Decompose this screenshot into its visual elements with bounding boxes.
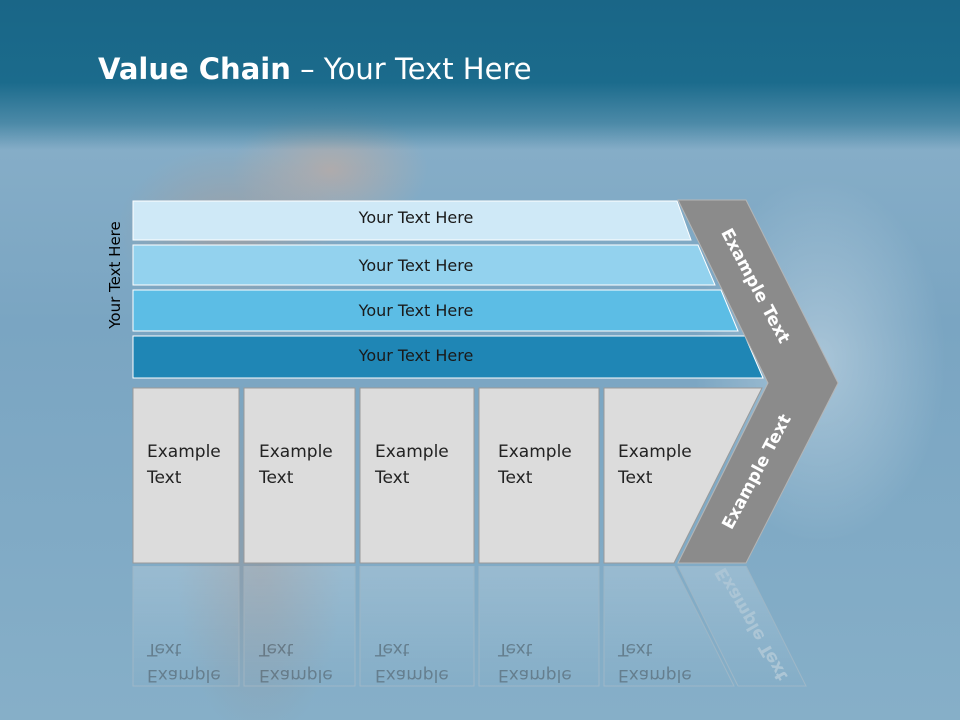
- box-shape-2: [243, 387, 356, 564]
- refl-3-line1: Example: [375, 665, 449, 685]
- bar-label-4: Your Text Here: [358, 346, 474, 365]
- refl-box-2: [243, 566, 356, 687]
- refl-5-line2: Text: [618, 639, 653, 659]
- bar-shape-1: [132, 200, 692, 241]
- title-rest: – Your Text Here: [290, 52, 532, 86]
- refl-label-3: Example Text: [375, 636, 449, 688]
- reflection-shapes: [132, 566, 807, 687]
- bar-shape-3: [132, 289, 739, 332]
- refl-box-4: [478, 566, 600, 687]
- refl-2-line2: Text: [259, 639, 294, 659]
- box-5-line2: Text: [618, 468, 653, 488]
- box-shape-5: [603, 387, 763, 564]
- refl-box-5: [603, 566, 735, 687]
- diagram-reflection: Example Text Example Text Example Text Exam…: [0, 566, 960, 720]
- refl-label-4: Example Text: [498, 636, 572, 688]
- refl-2-line1: Example: [259, 665, 333, 685]
- bar-shape-2: [132, 244, 716, 286]
- box-3-line2: Text: [375, 468, 410, 488]
- refl-box-1: [132, 566, 240, 687]
- box-3-line1: Example: [375, 442, 449, 462]
- bar-shape-4: [132, 335, 764, 379]
- refl-label-5: Example Text: [618, 636, 692, 688]
- box-1-line2: Text: [147, 468, 182, 488]
- box-shape-4: [478, 387, 600, 564]
- refl-label-1: Example Text: [147, 636, 221, 688]
- bar-label-3: Your Text Here: [358, 301, 474, 320]
- box-2-line2: Text: [259, 468, 294, 488]
- bar-label-1: Your Text Here: [358, 208, 474, 227]
- refl-5-line1: Example: [618, 665, 692, 685]
- chevron-shape: [677, 199, 839, 564]
- header-band: [0, 0, 960, 150]
- refl-3-line2: Text: [375, 639, 410, 659]
- box-2-line1: Example: [259, 442, 333, 462]
- refl-1-line2: Text: [147, 639, 182, 659]
- box-shape-1: [132, 387, 240, 564]
- refl-chevron: [677, 566, 807, 687]
- refl-1-line1: Example: [147, 665, 221, 685]
- refl-box-3: [359, 566, 475, 687]
- box-4-line1: Example: [498, 442, 572, 462]
- refl-4-line2: Text: [498, 639, 533, 659]
- box-shape-3: [359, 387, 475, 564]
- bar-label-2: Your Text Here: [358, 256, 474, 275]
- title-bold: Value Chain: [98, 52, 291, 86]
- box-1-line1: Example: [147, 442, 221, 462]
- box-4-line2: Text: [498, 468, 533, 488]
- refl-label-2: Example Text: [259, 636, 333, 688]
- refl-4-line1: Example: [498, 665, 572, 685]
- slide-title: Value Chain – Your Text Here: [98, 52, 532, 86]
- box-5-line1: Example: [618, 442, 692, 462]
